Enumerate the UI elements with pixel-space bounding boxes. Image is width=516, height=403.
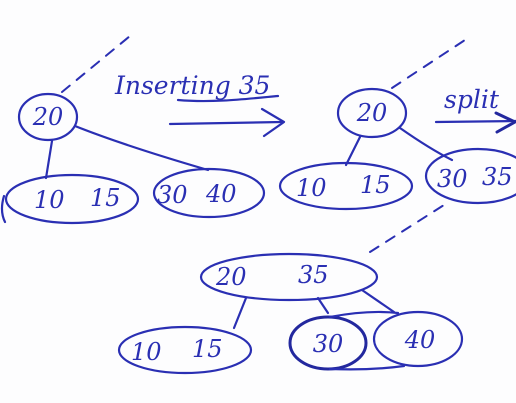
edge-right-2	[398, 126, 454, 162]
node-right-3	[372, 310, 464, 368]
insert-arrow-head	[260, 107, 286, 138]
sibling-link-bottom	[328, 364, 406, 371]
node-right-key-1: 30	[157, 181, 188, 209]
step-insert: Inserting 35	[114, 71, 286, 138]
node-left-2-key-1: 10	[296, 174, 327, 202]
node-root-2-key: 20	[356, 99, 388, 127]
node-right-2	[424, 147, 516, 205]
node-root	[17, 92, 79, 142]
insert-arrow-shaft	[168, 120, 284, 126]
edge-right-3	[360, 288, 396, 314]
edge-left-2	[344, 135, 362, 167]
edge-right	[73, 124, 210, 172]
node-right-3-key: 40	[404, 326, 436, 354]
node-left-3-key-2: 15	[192, 335, 223, 363]
edge-middle-3	[316, 296, 330, 315]
node-root-key: 20	[32, 103, 64, 131]
tree-before: 20 10 15 30 40	[0, 35, 266, 225]
tree-after-insert: 20 10 15 30 35	[278, 37, 516, 211]
node-left-key-2: 15	[90, 184, 121, 212]
node-left-3-key-1: 10	[131, 338, 162, 366]
node-middle-3	[288, 315, 368, 371]
parent-link-dashed-3	[369, 204, 445, 253]
node-left-3	[117, 325, 253, 375]
insert-label: Inserting 35	[114, 71, 270, 100]
partial-node-edge	[0, 194, 7, 224]
step-split: split	[434, 85, 516, 134]
node-left	[4, 173, 140, 225]
node-right-key-2: 40	[205, 180, 237, 208]
node-right-2-key-1: 30	[437, 165, 468, 193]
node-root-3	[199, 252, 379, 302]
node-right	[152, 167, 266, 219]
node-middle-3-key: 30	[313, 330, 344, 358]
split-arrow-head	[494, 111, 516, 134]
parent-link-dashed-2	[391, 37, 469, 89]
edge-left-3	[232, 296, 248, 330]
split-label: split	[444, 85, 500, 114]
edge-left	[44, 139, 54, 180]
insert-label-underline	[176, 94, 280, 103]
split-arrow-shaft	[434, 119, 516, 124]
node-root-3-key-1: 20	[215, 263, 247, 291]
node-right-2-key-2: 35	[482, 163, 513, 191]
tree-after-split: 20 35 10 15 30 40	[117, 204, 464, 375]
node-left-2-key-2: 15	[360, 171, 391, 199]
node-root-3-key-2: 35	[298, 261, 329, 289]
node-root-2	[336, 87, 408, 139]
parent-link-dashed	[61, 35, 131, 93]
node-left-key-1: 10	[34, 186, 65, 214]
sibling-link-top	[328, 310, 400, 319]
node-left-2	[278, 161, 414, 211]
